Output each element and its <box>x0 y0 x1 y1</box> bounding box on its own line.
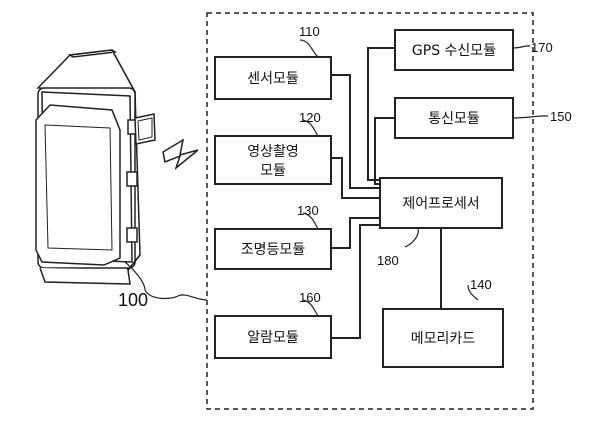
ref-110: 110 <box>299 24 320 39</box>
device-ref-label: 100 <box>118 290 148 310</box>
ref-160: 160 <box>299 290 321 305</box>
video-module-label-1: 영상촬영 <box>247 144 299 160</box>
processor-box <box>379 177 503 229</box>
light-module-label: 조명등모듈 <box>241 242 306 258</box>
wireless-lightning-icon <box>162 138 199 171</box>
comm-connector <box>374 117 395 185</box>
ref-130-leader <box>302 212 319 230</box>
sensor-connector <box>331 74 380 189</box>
video-module-box <box>214 135 332 185</box>
system-boundary <box>206 12 534 410</box>
memory-card-box <box>382 308 504 368</box>
light-module-box <box>214 228 332 270</box>
ref-180-leader <box>404 227 419 248</box>
alarm-module-box <box>214 315 332 359</box>
comm-module-box <box>394 97 514 139</box>
ref-170-leader <box>512 45 531 49</box>
ref-120-leader <box>302 119 319 137</box>
ref-150-leader <box>512 115 549 119</box>
light-connector <box>331 217 380 249</box>
ref-150: 150 <box>550 109 572 124</box>
gps-module-box <box>394 29 514 71</box>
ref-170: 170 <box>531 40 553 55</box>
video-connector <box>331 157 380 199</box>
sensor-module-label: 센서모듈 <box>247 71 299 87</box>
gps-connector <box>367 47 395 181</box>
ref-140: 140 <box>470 277 492 292</box>
ref-130: 130 <box>297 203 319 218</box>
ref-110-leader <box>299 39 319 58</box>
device-leader-line <box>144 289 208 301</box>
memory-card-label: 메모리카드 <box>411 331 476 347</box>
enclosure-device <box>35 49 156 285</box>
ref-180: 180 <box>377 253 399 268</box>
comm-module-label: 통신모듈 <box>428 111 480 127</box>
alarm-connector <box>331 224 380 339</box>
processor-label: 제어프로세서 <box>402 196 479 212</box>
sensor-module-box <box>214 56 332 100</box>
ref-120: 120 <box>299 110 321 125</box>
alarm-module-label: 알람모듈 <box>247 330 299 346</box>
ref-140-leader <box>467 284 479 301</box>
ref-160-leader <box>302 299 319 317</box>
gps-module-label: GPS 수신모듈 <box>412 43 496 59</box>
video-module-label-2: 모듈 <box>260 163 286 179</box>
